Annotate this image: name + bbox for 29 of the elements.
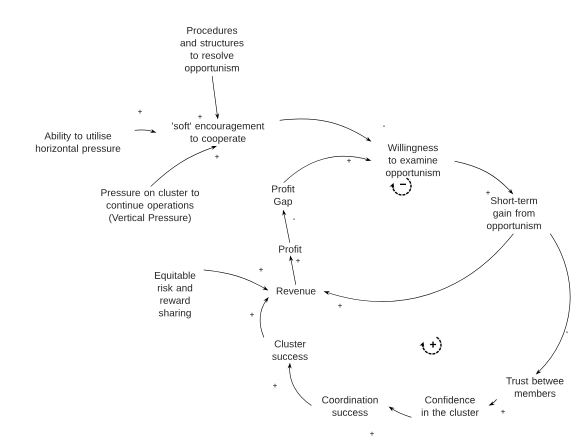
variable-label: Procedures and structures to resolve opportunism bbox=[180, 26, 244, 74]
variable-label: Short-term gain from opportunism bbox=[486, 196, 541, 232]
variable-label: Trust betwee members bbox=[506, 377, 564, 397]
variable-label: Willingness to examine opportunism bbox=[386, 144, 440, 178]
polarity-sign: + bbox=[296, 258, 300, 263]
variable-label: Profit bbox=[279, 245, 302, 253]
polarity-sign: - bbox=[293, 218, 295, 220]
loop-sign: − bbox=[400, 184, 406, 185]
polarity-sign: + bbox=[501, 410, 505, 414]
polarity-sign: + bbox=[486, 190, 490, 195]
polarity-sign: + bbox=[250, 312, 254, 317]
polarity-sign: + bbox=[259, 268, 263, 272]
polarity-sign: + bbox=[338, 304, 342, 308]
polarity-sign: + bbox=[273, 384, 277, 388]
variable-label: Pressure on cluster to continue operations (Vertical Pressure) bbox=[101, 188, 200, 224]
variable-label: Cluster success bbox=[272, 340, 308, 360]
polarity-sign: + bbox=[138, 110, 142, 114]
polarity-sign: + bbox=[370, 432, 374, 436]
variable-label: Ability to utilise horizontal pressure bbox=[36, 132, 120, 154]
variable-label: 'soft' encouragement to cooperate bbox=[172, 122, 264, 144]
polarity-sign: + bbox=[215, 154, 219, 159]
loop-sign: + bbox=[430, 341, 436, 348]
variable-label: Profit Gap bbox=[272, 185, 295, 207]
variable-label: Coordination success bbox=[322, 396, 378, 416]
polarity-sign: + bbox=[347, 158, 351, 163]
polarity-sign: + bbox=[198, 114, 202, 119]
variable-label: Revenue bbox=[276, 288, 316, 294]
variable-label: Equitable risk and reward sharing bbox=[154, 272, 196, 318]
variable-label: Confidence in the cluster bbox=[422, 396, 479, 416]
